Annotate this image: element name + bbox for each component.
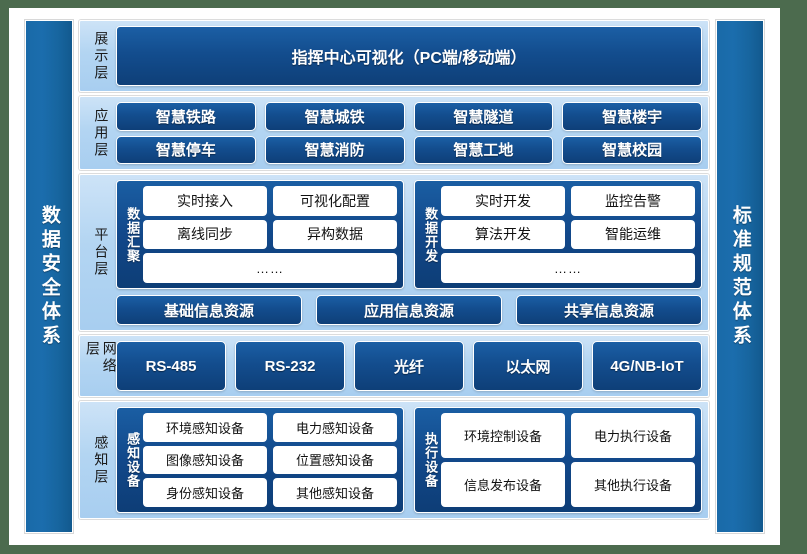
cell-visual-configuration[interactable]: 可视化配置 (273, 186, 397, 216)
app-chip-smart-parking[interactable]: 智慧停车 (116, 135, 256, 164)
app-chip-smart-firefighting[interactable]: 智慧消防 (264, 135, 405, 164)
sensing-group-actuator-devices-title: 执行设备 (419, 413, 441, 507)
platform-group-data-development-title: 数据开发 (419, 186, 441, 283)
left-pillar-label: 数据安全体系 (38, 204, 60, 349)
app-chip-smart-urban-rail[interactable]: 智慧城铁 (264, 102, 405, 131)
right-pillar-standards: 标准规范体系 (716, 20, 764, 533)
cell-heterogeneous-data[interactable]: 异构数据 (273, 219, 397, 250)
network-chip-fiber[interactable]: 光纤 (354, 341, 464, 391)
layer-sensing-title-text: 感知层 (93, 434, 110, 486)
sensing-group-sensing-devices: 感知设备 环境感知设备 电力感知设备 图像感知设备 位置感知设备 身份感知设备 … (116, 407, 404, 513)
platform-group-data-development-cells: 实时开发 监控告警 算法开发 智能运维 …… (441, 186, 695, 283)
layer-platform-title: 平台层 (86, 180, 116, 325)
cell-intelligent-ops[interactable]: 智能运维 (571, 219, 695, 250)
layer-application-title-text: 应用层 (93, 107, 110, 159)
resource-chip-shared-information[interactable]: 共享信息资源 (516, 295, 702, 325)
platform-group-data-development-title-text: 数据开发 (423, 206, 439, 263)
network-chip-rs232[interactable]: RS-232 (235, 341, 345, 391)
left-pillar-data-security: 数据安全体系 (25, 20, 73, 533)
layer-network-body: RS-485 RS-232 光纤 以太网 4G/NB-IoT (116, 341, 702, 391)
sensing-group-row: 感知设备 环境感知设备 电力感知设备 图像感知设备 位置感知设备 身份感知设备 … (116, 407, 702, 513)
app-chip-smart-campus[interactable]: 智慧校园 (562, 135, 702, 164)
layer-platform: 平台层 数据汇聚 实时接入 可视化配置 离线同步 异构数据 (79, 174, 709, 331)
sensing-group-actuator-devices: 执行设备 环境控制设备 电力执行设备 信息发布设备 其他执行设备 (414, 407, 702, 513)
app-chip-smart-construction[interactable]: 智慧工地 (413, 135, 554, 164)
sensing-group-actuator-devices-cells: 环境控制设备 电力执行设备 信息发布设备 其他执行设备 (441, 413, 695, 507)
layer-application-title: 应用层 (86, 102, 116, 164)
sensing-group-sensing-devices-cells: 环境感知设备 电力感知设备 图像感知设备 位置感知设备 身份感知设备 其他感知设… (143, 413, 397, 507)
app-chip-smart-building[interactable]: 智慧楼宇 (562, 102, 702, 131)
platform-group-data-aggregation: 数据汇聚 实时接入 可视化配置 离线同步 异构数据 …… (116, 180, 404, 289)
layer-stack: 展示层 指挥中心可视化（PC端/移动端） 应用层 智慧铁路 智慧城铁 智慧隧道 … (79, 20, 709, 533)
network-chip-grid: RS-485 RS-232 光纤 以太网 4G/NB-IoT (116, 341, 702, 391)
layer-application: 应用层 智慧铁路 智慧城铁 智慧隧道 智慧楼宇 智慧停车 智慧消防 智慧工地 智… (79, 96, 709, 170)
cell-other-sensing-device[interactable]: 其他感知设备 (273, 478, 397, 507)
layer-display-title: 展示层 (86, 26, 116, 86)
platform-group-data-aggregation-title: 数据汇聚 (121, 186, 143, 283)
resource-chip-basic-information[interactable]: 基础信息资源 (116, 295, 302, 325)
cell-power-sensing-device[interactable]: 电力感知设备 (273, 413, 397, 442)
display-command-center-chip[interactable]: 指挥中心可视化（PC端/移动端） (116, 26, 702, 86)
sensing-group-actuator-devices-title-text: 执行设备 (423, 432, 439, 488)
platform-group-data-aggregation-title-text: 数据汇聚 (125, 206, 141, 263)
cell-realtime-ingest[interactable]: 实时接入 (143, 186, 267, 216)
cell-image-sensing-device[interactable]: 图像感知设备 (143, 445, 267, 475)
cell-aggregation-ellipsis: …… (143, 253, 397, 283)
layer-sensing-body: 感知设备 环境感知设备 电力感知设备 图像感知设备 位置感知设备 身份感知设备 … (116, 407, 702, 513)
layer-display-body: 指挥中心可视化（PC端/移动端） (116, 26, 702, 86)
cell-power-actuator-device[interactable]: 电力执行设备 (571, 413, 695, 458)
architecture-diagram-page: 数据安全体系 标准规范体系 展示层 指挥中心可视化（PC端/移动端） 应用层 智… (9, 8, 780, 545)
platform-group-data-development: 数据开发 实时开发 监控告警 算法开发 智能运维 …… (414, 180, 702, 289)
app-chip-smart-tunnel[interactable]: 智慧隧道 (413, 102, 554, 131)
layer-platform-body: 数据汇聚 实时接入 可视化配置 离线同步 异构数据 …… 数 (116, 180, 702, 325)
layer-display: 展示层 指挥中心可视化（PC端/移动端） (79, 20, 709, 92)
cell-other-actuator-device[interactable]: 其他执行设备 (571, 462, 695, 507)
platform-group-data-aggregation-cells: 实时接入 可视化配置 离线同步 异构数据 …… (143, 186, 397, 283)
layer-network: 网络层 RS-485 RS-232 光纤 以太网 4G/NB-IoT (79, 335, 709, 397)
platform-group-row: 数据汇聚 实时接入 可视化配置 离线同步 异构数据 …… 数 (116, 180, 702, 289)
cell-environment-control-device[interactable]: 环境控制设备 (441, 413, 565, 458)
cell-development-ellipsis: …… (441, 253, 695, 283)
platform-resource-row: 基础信息资源 应用信息资源 共享信息资源 (116, 295, 702, 325)
network-chip-4g-nbiot[interactable]: 4G/NB-IoT (592, 341, 702, 391)
layer-application-body: 智慧铁路 智慧城铁 智慧隧道 智慧楼宇 智慧停车 智慧消防 智慧工地 智慧校园 (116, 102, 702, 164)
cell-monitoring-alarm[interactable]: 监控告警 (571, 186, 695, 216)
layer-sensing-title: 感知层 (86, 407, 116, 513)
layer-network-title: 网络层 (85, 341, 118, 391)
layer-network-title-text: 网络层 (85, 341, 118, 375)
cell-information-release-device[interactable]: 信息发布设备 (441, 462, 565, 507)
network-chip-rs485[interactable]: RS-485 (116, 341, 226, 391)
cell-realtime-development[interactable]: 实时开发 (441, 186, 565, 216)
sensing-group-sensing-devices-title: 感知设备 (121, 413, 143, 507)
cell-algorithm-development[interactable]: 算法开发 (441, 219, 565, 250)
cell-offline-sync[interactable]: 离线同步 (143, 219, 267, 250)
sensing-group-sensing-devices-title-text: 感知设备 (125, 432, 141, 488)
right-pillar-label: 标准规范体系 (729, 204, 751, 349)
resource-chip-application-information[interactable]: 应用信息资源 (316, 295, 502, 325)
cell-environment-sensing-device[interactable]: 环境感知设备 (143, 413, 267, 442)
app-chip-smart-railway[interactable]: 智慧铁路 (116, 102, 256, 131)
cell-identity-sensing-device[interactable]: 身份感知设备 (143, 478, 267, 507)
network-chip-ethernet[interactable]: 以太网 (473, 341, 583, 391)
layer-sensing: 感知层 感知设备 环境感知设备 电力感知设备 图像感知设备 位置感知设备 (79, 401, 709, 519)
layer-display-title-text: 展示层 (93, 30, 110, 82)
cell-location-sensing-device[interactable]: 位置感知设备 (273, 445, 397, 475)
layer-platform-title-text: 平台层 (93, 227, 110, 278)
application-chip-grid: 智慧铁路 智慧城铁 智慧隧道 智慧楼宇 智慧停车 智慧消防 智慧工地 智慧校园 (116, 102, 702, 164)
